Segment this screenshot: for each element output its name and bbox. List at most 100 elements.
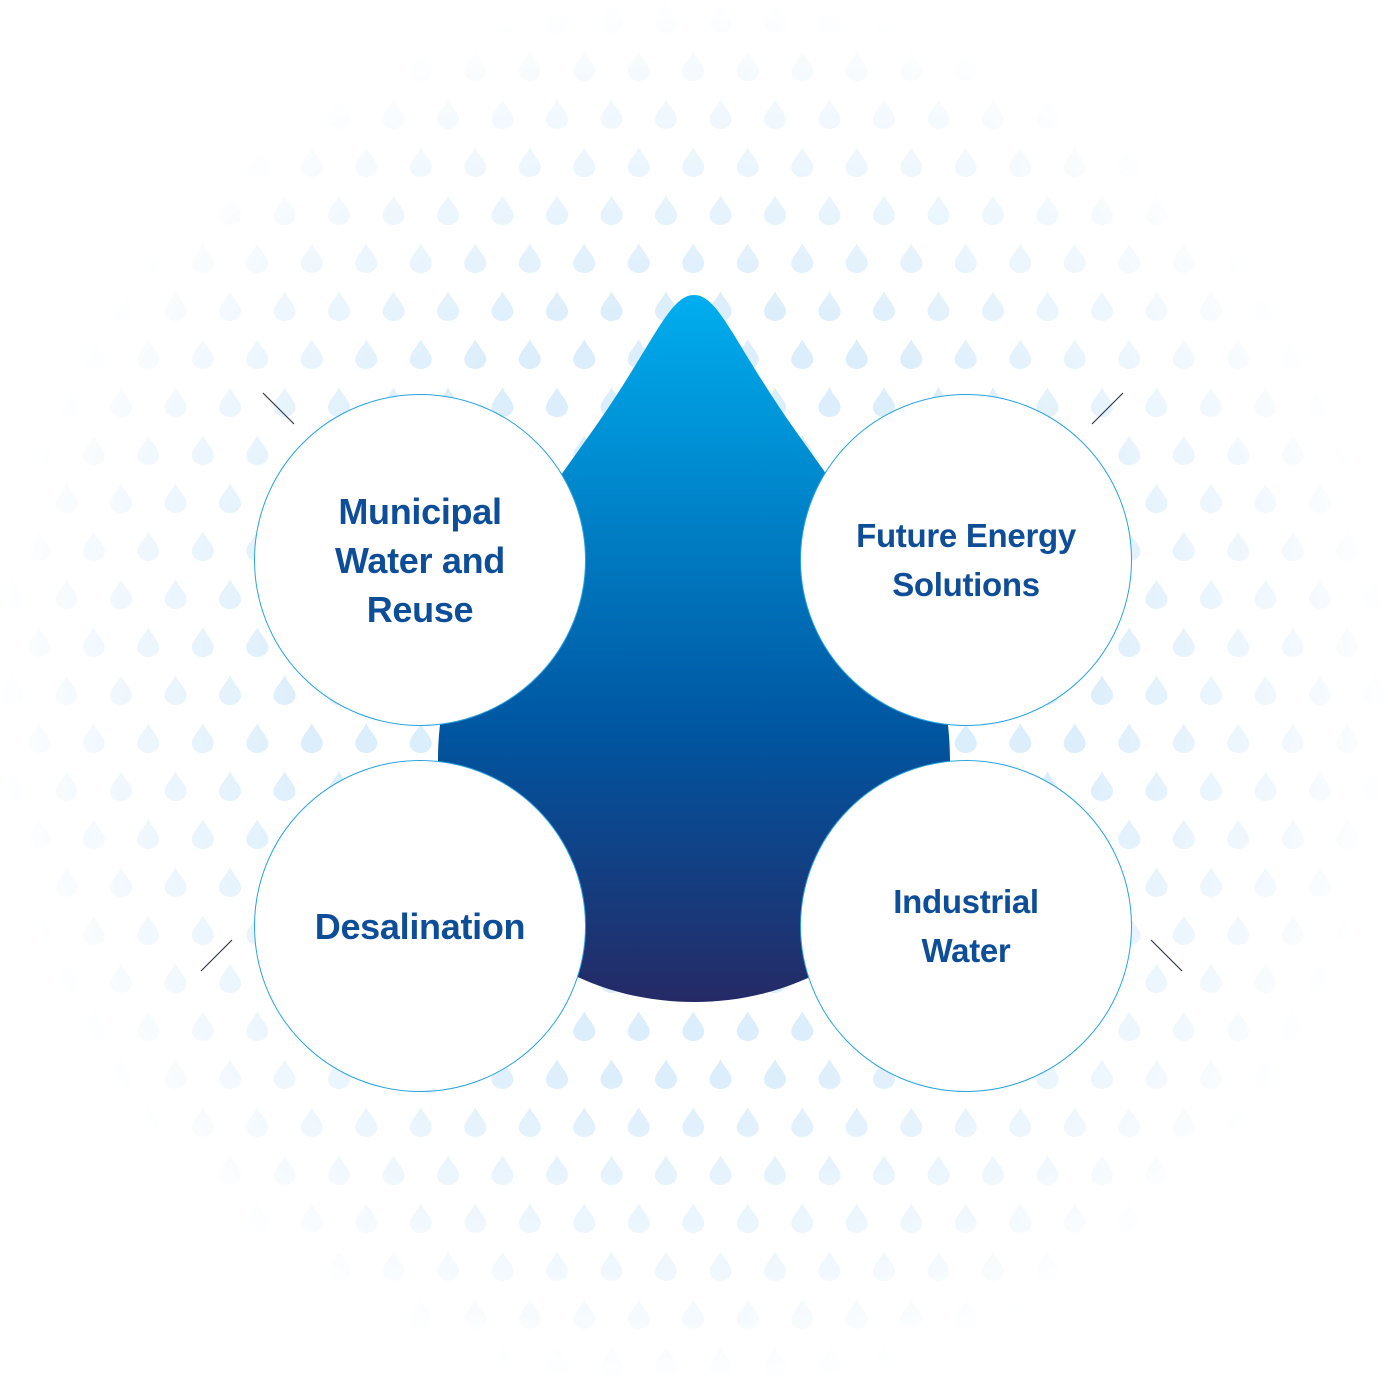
pattern-droplet bbox=[764, 3, 786, 33]
pattern-droplet bbox=[546, 195, 568, 225]
pattern-droplet bbox=[110, 3, 132, 33]
pattern-droplet bbox=[900, 51, 923, 81]
pattern-droplet bbox=[1145, 1059, 1168, 1089]
pattern-droplet bbox=[219, 771, 241, 801]
pattern-droplet bbox=[355, 1203, 378, 1233]
pattern-droplet bbox=[110, 675, 132, 705]
pattern-droplet bbox=[164, 387, 187, 417]
pattern-droplet bbox=[1336, 339, 1359, 369]
pattern-droplet bbox=[982, 1251, 1004, 1281]
pattern-droplet bbox=[900, 147, 923, 177]
pattern-droplet bbox=[818, 291, 841, 321]
pattern-droplet bbox=[1227, 243, 1250, 273]
segment-circle-future-energy[interactable]: Future Energy Solutions bbox=[800, 394, 1132, 726]
pattern-droplet bbox=[1309, 963, 1331, 993]
pattern-droplet bbox=[246, 1107, 269, 1137]
pattern-droplet bbox=[1363, 579, 1386, 609]
pattern-droplet bbox=[1118, 339, 1141, 369]
pattern-droplet bbox=[1281, 819, 1304, 849]
pattern-droplet bbox=[1172, 147, 1195, 177]
pattern-droplet bbox=[55, 1155, 78, 1185]
pattern-droplet bbox=[1118, 1011, 1141, 1041]
pattern-droplet bbox=[137, 723, 160, 753]
pattern-droplet bbox=[954, 339, 977, 369]
pattern-droplet bbox=[1363, 1155, 1386, 1185]
pattern-droplet bbox=[1091, 1347, 1113, 1377]
pattern-droplet bbox=[1118, 819, 1141, 849]
pattern-droplet bbox=[437, 291, 459, 321]
pattern-droplet bbox=[627, 1011, 650, 1041]
pattern-droplet bbox=[1, 3, 23, 33]
pattern-droplet bbox=[164, 1347, 187, 1377]
pattern-droplet bbox=[273, 1251, 296, 1281]
pattern-droplet bbox=[464, 339, 487, 369]
pattern-droplet bbox=[164, 675, 187, 705]
pattern-droplet bbox=[382, 3, 405, 33]
pattern-droplet bbox=[273, 1059, 296, 1089]
pattern-droplet bbox=[1281, 147, 1304, 177]
pattern-droplet bbox=[1309, 579, 1331, 609]
pattern-droplet bbox=[1009, 51, 1032, 81]
pattern-droplet bbox=[1172, 1203, 1195, 1233]
pattern-droplet bbox=[137, 1011, 160, 1041]
pattern-droplet bbox=[791, 51, 814, 81]
pattern-droplet bbox=[110, 771, 132, 801]
pattern-droplet bbox=[55, 867, 78, 897]
pattern-droplet bbox=[1009, 339, 1032, 369]
pattern-droplet bbox=[1172, 723, 1195, 753]
pattern-droplet bbox=[355, 1107, 378, 1137]
pattern-droplet bbox=[137, 147, 160, 177]
pattern-droplet bbox=[219, 1251, 241, 1281]
pattern-droplet bbox=[491, 195, 514, 225]
pattern-droplet bbox=[954, 1203, 977, 1233]
pattern-droplet bbox=[709, 1347, 732, 1377]
pattern-droplet bbox=[1091, 1251, 1113, 1281]
pattern-droplet bbox=[491, 1155, 514, 1185]
pattern-droplet bbox=[764, 99, 786, 129]
pattern-droplet bbox=[409, 51, 432, 81]
pattern-droplet bbox=[900, 1203, 923, 1233]
pattern-droplet bbox=[1336, 147, 1359, 177]
pattern-droplet bbox=[1091, 675, 1113, 705]
pattern-droplet bbox=[1091, 195, 1113, 225]
pattern-droplet bbox=[600, 1155, 623, 1185]
segment-circle-municipal[interactable]: Municipal Water and Reuse bbox=[254, 394, 586, 726]
segment-label-municipal: Municipal Water and Reuse bbox=[335, 490, 505, 630]
pattern-droplet bbox=[464, 1203, 487, 1233]
pattern-droplet bbox=[655, 1059, 677, 1089]
pattern-droplet bbox=[1172, 1299, 1195, 1329]
pattern-droplet bbox=[164, 771, 187, 801]
segment-circle-desalination[interactable]: Desalination bbox=[254, 760, 586, 1092]
pattern-droplet bbox=[927, 195, 950, 225]
pattern-droplet bbox=[1145, 483, 1168, 513]
pattern-droplet bbox=[464, 51, 487, 81]
pattern-droplet bbox=[546, 1347, 568, 1377]
pattern-droplet bbox=[1, 195, 23, 225]
pattern-droplet bbox=[1118, 1299, 1141, 1329]
pattern-droplet bbox=[982, 1347, 1004, 1377]
pattern-droplet bbox=[1063, 723, 1086, 753]
pattern-droplet bbox=[709, 99, 732, 129]
pattern-droplet bbox=[655, 1251, 677, 1281]
segment-circle-industrial[interactable]: Industrial Water bbox=[800, 760, 1132, 1092]
pattern-droplet bbox=[110, 387, 132, 417]
pattern-droplet bbox=[491, 99, 514, 129]
pattern-droplet bbox=[137, 627, 160, 657]
pattern-droplet bbox=[1281, 1203, 1304, 1233]
pattern-droplet bbox=[1336, 1011, 1359, 1041]
pattern-droplet bbox=[110, 1059, 132, 1089]
pattern-droplet bbox=[55, 771, 78, 801]
pattern-droplet bbox=[1200, 483, 1222, 513]
pattern-droplet bbox=[818, 1059, 841, 1089]
pattern-droplet bbox=[1091, 387, 1113, 417]
pattern-droplet bbox=[191, 1011, 214, 1041]
pattern-droplet bbox=[1172, 1011, 1195, 1041]
pattern-droplet bbox=[1363, 963, 1386, 993]
pattern-droplet bbox=[1254, 579, 1277, 609]
pattern-droplet bbox=[355, 1299, 378, 1329]
pattern-droplet bbox=[55, 195, 78, 225]
pattern-droplet bbox=[491, 1251, 514, 1281]
pattern-droplet bbox=[546, 1155, 568, 1185]
pattern-droplet bbox=[709, 1251, 732, 1281]
pattern-droplet bbox=[191, 51, 214, 81]
